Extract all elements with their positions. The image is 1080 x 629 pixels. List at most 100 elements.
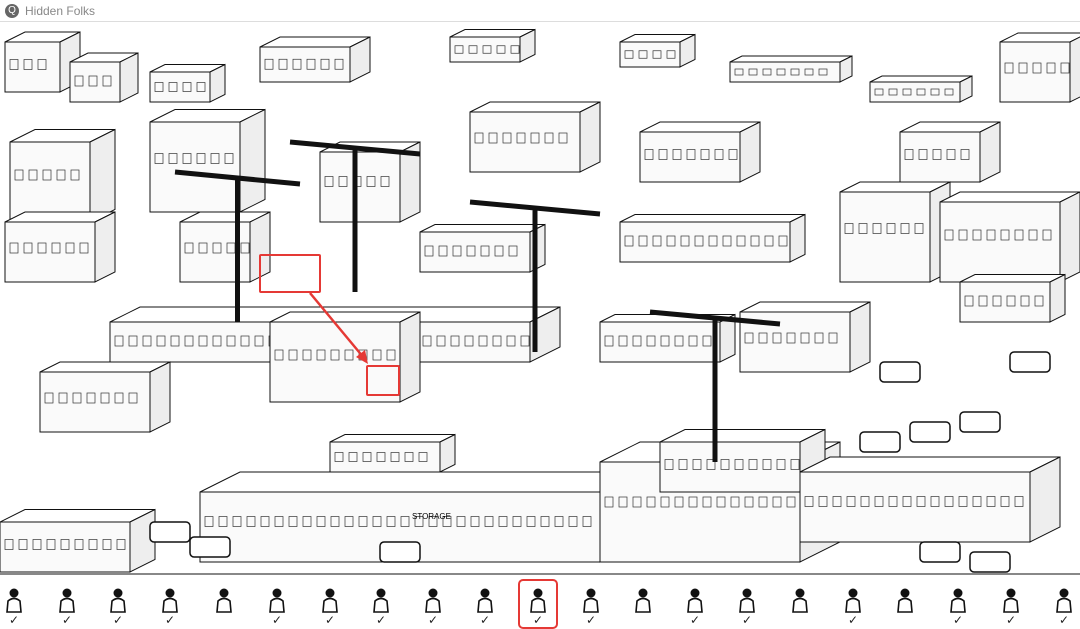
crane [469, 199, 601, 352]
game-scene[interactable]: STORAGE [0, 22, 1080, 575]
target-small-head[interactable]: ✓ [49, 581, 85, 627]
found-check-icon: ✓ [164, 613, 176, 627]
truck [959, 411, 1001, 433]
target-folk-basket[interactable]: ✓ [940, 581, 976, 627]
folk-lying-icon [581, 587, 601, 613]
building [259, 36, 371, 83]
building [619, 33, 696, 68]
target-folk-standing[interactable]: ✓ [467, 581, 503, 627]
found-check-icon: ✓ [741, 613, 753, 627]
turtle-icon [633, 587, 653, 613]
target-fish[interactable]: ✓ [677, 581, 713, 627]
target-folk-reading[interactable]: ✓ [0, 581, 32, 627]
found-check-icon: ✓ [532, 613, 544, 627]
window-title: Hidden Folks [25, 3, 96, 18]
folk-tie-icon [371, 587, 391, 613]
target-folk-arms-out[interactable]: ✓ [259, 581, 295, 627]
truck [379, 541, 421, 563]
fish-icon [685, 587, 705, 613]
building [899, 121, 1001, 183]
found-check-icon: ✓ [847, 613, 859, 627]
building [599, 313, 736, 363]
building [729, 55, 853, 83]
building [329, 433, 456, 473]
found-check-icon: ✓ [112, 613, 124, 627]
found-folk-highlight[interactable] [366, 365, 400, 396]
folk-arms-out-icon [267, 587, 287, 613]
folk-bun-icon [843, 587, 863, 613]
building [799, 456, 1061, 543]
building [869, 75, 973, 103]
folk-standing-icon [475, 587, 495, 613]
warehouse [269, 311, 421, 403]
truck [879, 361, 921, 383]
folk-bag-icon [737, 587, 757, 613]
target-folk-ponytail[interactable]: ✓ [100, 581, 136, 627]
app-magnifier-icon: Q [5, 3, 19, 18]
truck [1009, 351, 1051, 373]
found-check-icon: ✓ [1005, 613, 1017, 627]
scene-illustration[interactable]: STORAGE [0, 22, 1080, 575]
building [999, 32, 1080, 103]
truck [969, 551, 1011, 573]
building [9, 128, 116, 223]
storage-sign: STORAGE [412, 512, 451, 521]
found-check-icon: ✓ [61, 613, 73, 627]
rope-coil-icon [423, 587, 443, 613]
folk-ponytail-icon [108, 587, 128, 613]
hint-highlight-source [259, 254, 321, 293]
folk-waving-icon [790, 587, 810, 613]
target-folk-waving[interactable] [782, 581, 818, 627]
folk-basket-icon [948, 587, 968, 613]
truck [149, 521, 191, 543]
title-bar: Q Hidden Folks [0, 0, 1080, 22]
building [0, 508, 156, 573]
crane [289, 139, 421, 292]
target-folk-bag[interactable]: ✓ [729, 581, 765, 627]
tiny-item-icon [1054, 587, 1074, 613]
building [39, 361, 171, 433]
found-check-icon: ✓ [324, 613, 336, 627]
folk-yo-sign-icon [528, 587, 548, 613]
crane [649, 309, 781, 462]
found-check-icon: ✓ [689, 613, 701, 627]
found-check-icon: ✓ [1058, 613, 1070, 627]
target-folk-hat[interactable]: ✓ [312, 581, 348, 627]
target-folk-bun[interactable]: ✓ [835, 581, 871, 627]
found-check-icon: ✓ [952, 613, 964, 627]
target-strip: ✓ ✓ ✓ ✓ ✓ ✓ ✓ ✓ ✓ ✓ ✓ ✓ ✓ ✓ ✓ ✓ ✓ [0, 577, 1080, 629]
target-tiny-item[interactable]: ✓ [1046, 581, 1080, 627]
truck [919, 541, 961, 563]
target-turtle[interactable] [625, 581, 661, 627]
target-folk-box-costume[interactable] [887, 581, 923, 627]
building [739, 301, 871, 373]
building [959, 273, 1066, 323]
found-check-icon: ✓ [585, 613, 597, 627]
folk-round-shirt-icon [160, 587, 180, 613]
target-folk-lying[interactable]: ✓ [573, 581, 609, 627]
building [639, 121, 761, 183]
target-folk-dark-hair[interactable] [206, 581, 242, 627]
target-folk-yo-sign[interactable]: ✓ [518, 579, 558, 629]
small-head-icon [57, 587, 77, 613]
found-check-icon: ✓ [479, 613, 491, 627]
truck [909, 421, 951, 443]
target-rope-coil[interactable]: ✓ [415, 581, 451, 627]
folk-dark-hair-icon [214, 587, 234, 613]
building [149, 108, 266, 213]
building [149, 63, 226, 103]
building [939, 191, 1080, 283]
target-folk-tie[interactable]: ✓ [363, 581, 399, 627]
truck [189, 536, 231, 558]
truck [859, 431, 901, 453]
folk-hat-icon [320, 587, 340, 613]
folk-beard-icon [1001, 587, 1021, 613]
crane [174, 169, 301, 322]
building [449, 28, 536, 63]
target-folk-beard[interactable]: ✓ [993, 581, 1029, 627]
found-check-icon: ✓ [8, 613, 20, 627]
found-check-icon: ✓ [427, 613, 439, 627]
target-folk-round-shirt[interactable]: ✓ [152, 581, 188, 627]
folk-box-costume-icon [895, 587, 915, 613]
